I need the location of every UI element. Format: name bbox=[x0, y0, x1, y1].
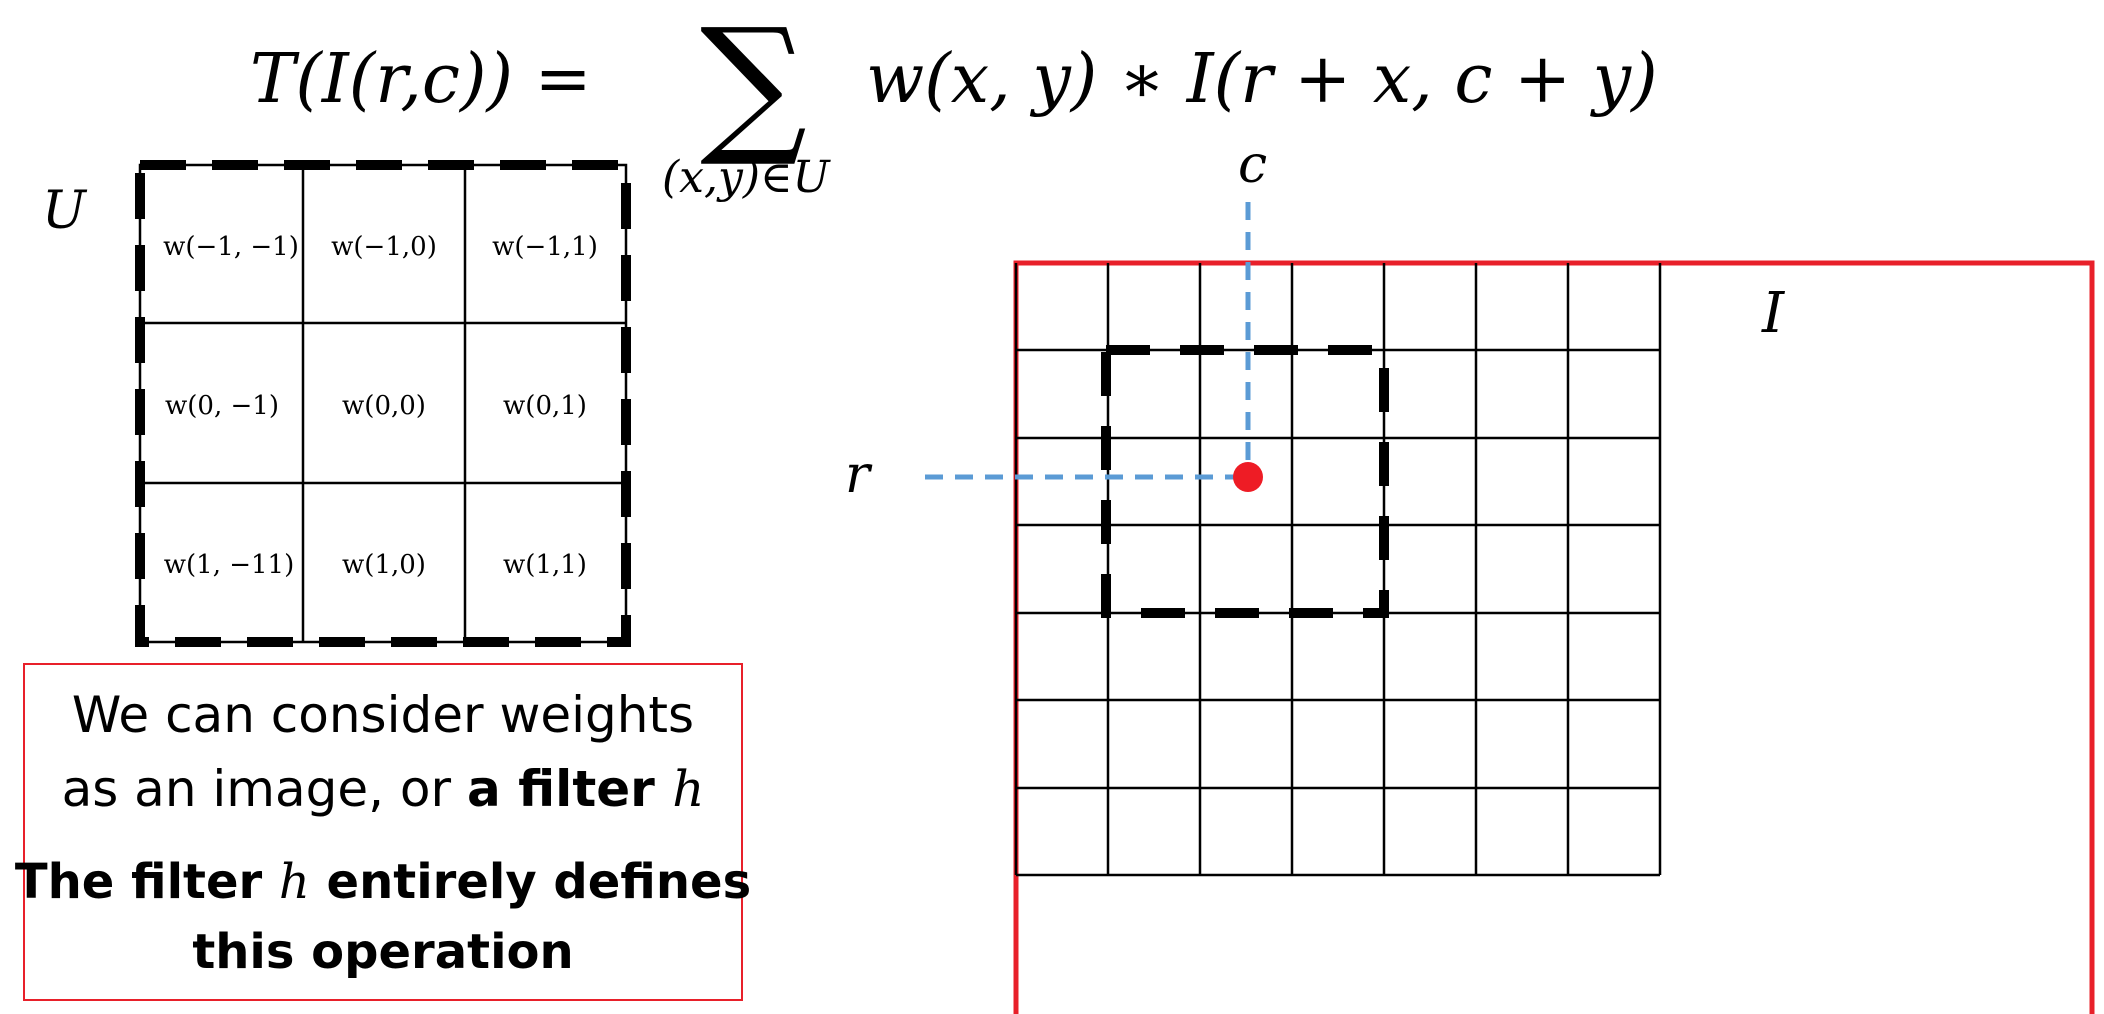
kernel-cell: w(1, −11) bbox=[164, 550, 294, 580]
image-frame bbox=[1013, 260, 2095, 1014]
filter-window bbox=[1101, 345, 1389, 618]
note-box: We can consider weights as an image, or … bbox=[15, 663, 751, 1001]
note-line-2-bold: a filter bbox=[467, 760, 672, 818]
kernel-cell: w(0, −1) bbox=[165, 391, 279, 421]
image-panel: I c r bbox=[845, 135, 2095, 1014]
note-line-3-post: entirely defines bbox=[310, 854, 751, 910]
note-line-1: We can consider weights bbox=[72, 686, 694, 744]
image-label: I bbox=[1761, 281, 1786, 346]
sum-symbol: ∑ bbox=[700, 0, 807, 171]
kernel-cell: w(−1, −1) bbox=[163, 232, 299, 262]
kernel-cell: w(1,0) bbox=[342, 550, 426, 580]
kernel: U w(−1, −1) w(−1,0) w(−1,1) w(0, −1) w(0… bbox=[42, 160, 631, 647]
note-line-2-var: h bbox=[672, 760, 704, 818]
formula-rhs: w(x, y) ∗ I(r + x, c + y) bbox=[866, 40, 1658, 119]
formula: T(I(r,c)) = ∑ (x,y)∈U w(x, y) ∗ I(r + x,… bbox=[250, 0, 1658, 203]
sum-subscript: (x,y)∈U bbox=[662, 152, 832, 203]
kernel-cell: w(−1,1) bbox=[492, 232, 598, 262]
row-label: r bbox=[845, 445, 873, 505]
image-pixel-grid bbox=[1014, 263, 1662, 877]
column-label: c bbox=[1238, 135, 1267, 195]
note-line-4: this operation bbox=[192, 924, 573, 980]
center-pixel-dot bbox=[1233, 462, 1263, 492]
kernel-cell: w(0,0) bbox=[342, 391, 426, 421]
kernel-dashed-border bbox=[135, 160, 631, 647]
note-line-3-pre: The filter bbox=[15, 854, 279, 910]
note-line-2: as an image, or a filter h bbox=[62, 760, 705, 818]
note-line-3-var: h bbox=[279, 854, 310, 910]
kernel-set-label: U bbox=[42, 181, 88, 241]
kernel-cell: w(−1,0) bbox=[331, 232, 437, 262]
note-line-3: The filter h entirely defines bbox=[15, 854, 751, 910]
kernel-cell: w(0,1) bbox=[503, 391, 587, 421]
note-line-2-text: as an image, or bbox=[62, 760, 467, 818]
kernel-cell: w(1,1) bbox=[503, 550, 587, 580]
kernel-cells: w(−1, −1) w(−1,0) w(−1,1) w(0, −1) w(0,0… bbox=[163, 232, 598, 580]
formula-lhs: T(I(r,c)) = bbox=[250, 40, 592, 119]
